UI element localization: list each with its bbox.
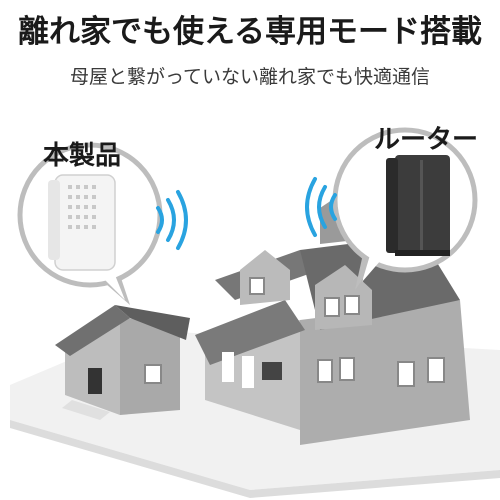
router-icon [386,155,450,256]
small-house [55,305,190,420]
subheadline: 母屋と繋がっていない離れ家でも快適通信 [69,66,431,88]
headline: 離れ家でも使える専用モード搭載 [17,14,483,50]
wifi-signal-icon [305,177,337,237]
router-label: ルーター [374,125,479,155]
wifi-extender-icon [48,174,116,271]
product-label: 本製品 [43,141,122,171]
wifi-signal-icon [156,190,188,250]
